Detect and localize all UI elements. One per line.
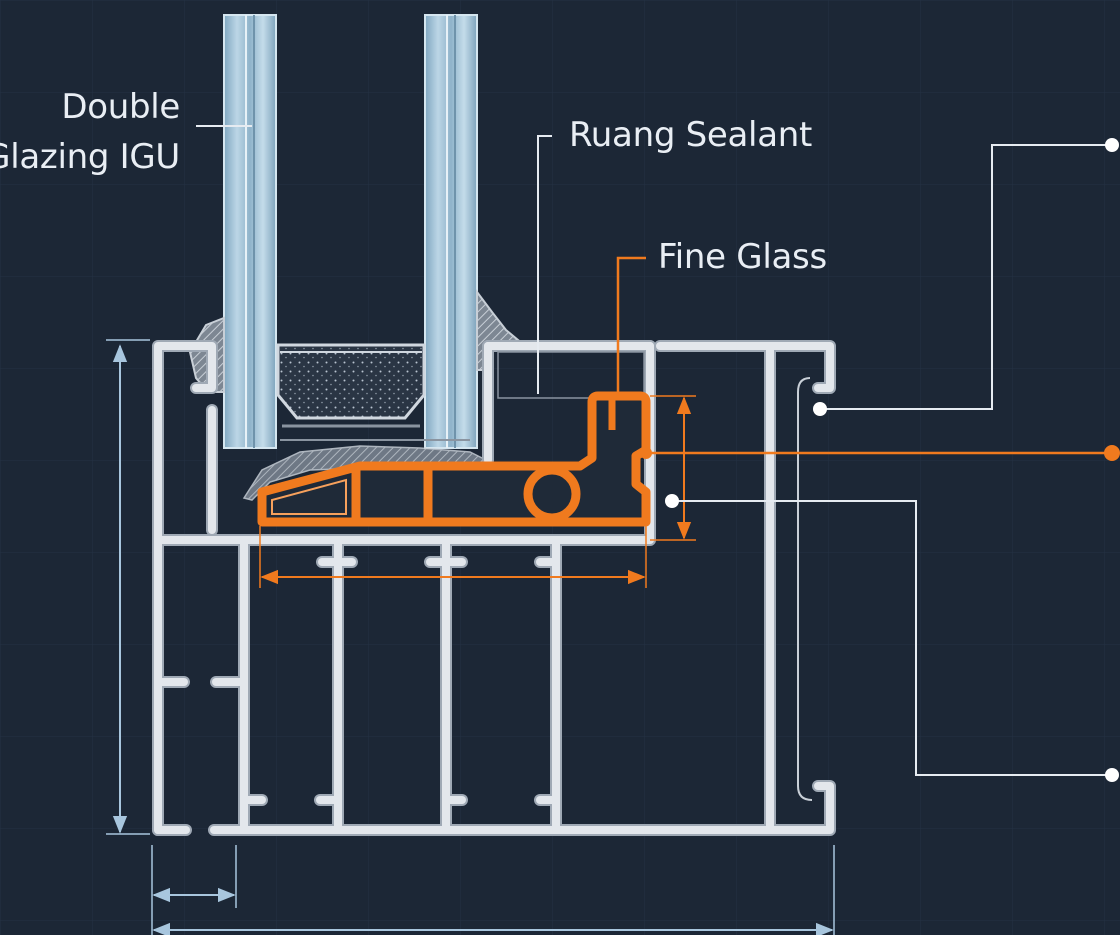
leader-dot: [1105, 768, 1119, 782]
igu-spacer-desiccant: [276, 343, 426, 420]
leader-right-top: [820, 144, 1112, 410]
label-double-glazing-igu: Double Glazing IGU: [0, 82, 180, 182]
label-ruang-sealant: Ruang Sealant: [569, 115, 813, 155]
leader-dot: [640, 447, 652, 459]
leader-dot: [1105, 138, 1119, 152]
leader-dot: [665, 494, 679, 508]
setting-block-seal: [242, 445, 493, 501]
thermal-break-orange: [257, 391, 651, 527]
igu-right-pane: [424, 14, 478, 449]
leader-fine-glass: [616, 256, 646, 400]
leader-dot: [813, 402, 827, 416]
label-igu-line1: Double: [61, 87, 180, 127]
label-fine-glass: Fine Glass: [658, 237, 827, 277]
igu-left-pane: [223, 14, 277, 449]
label-igu-line2: Glazing IGU: [0, 137, 180, 177]
leader-dot: [1104, 445, 1120, 461]
leader-ruang-sealant: [537, 135, 552, 394]
leader-right-bottom: [672, 500, 1112, 776]
gasket-channel: [797, 377, 813, 801]
